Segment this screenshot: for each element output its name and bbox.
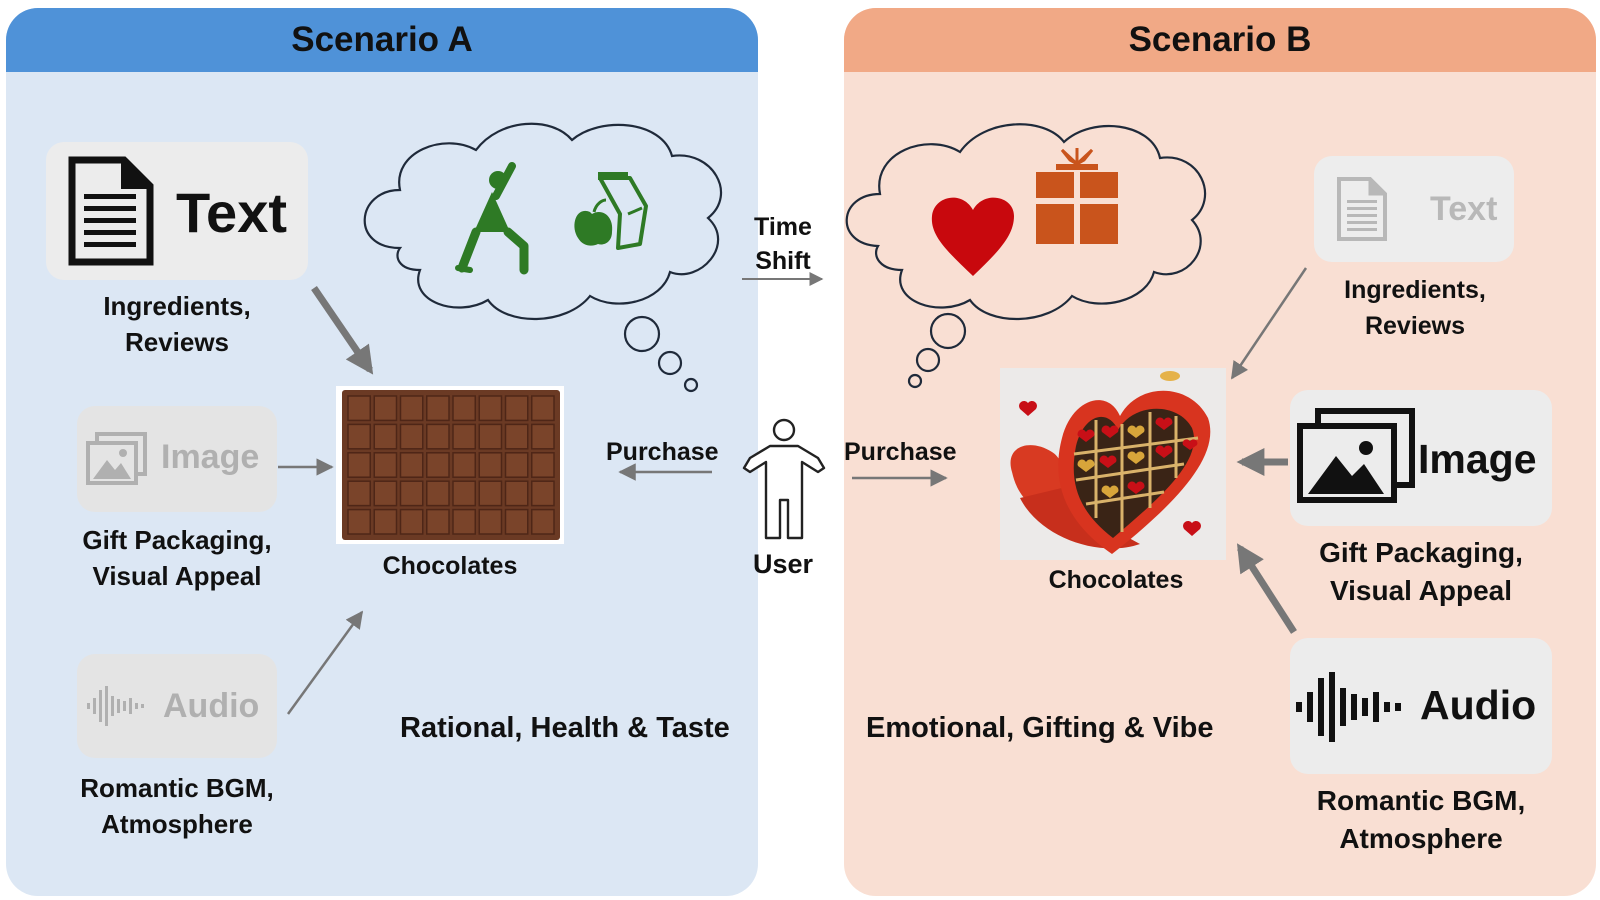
a-text-caption: Ingredients, Reviews: [103, 291, 251, 357]
chocolate-segment: [347, 508, 371, 535]
b-motivation: Emotional, Gifting & Vibe: [866, 712, 1214, 744]
chocolate-segment: [478, 508, 503, 535]
chocolate-segment: [426, 423, 450, 450]
chocolate-segment: [347, 423, 371, 450]
b-product-label: Chocolates: [1048, 566, 1184, 594]
a-image-label: Image: [161, 438, 260, 476]
chocolate-segment: [426, 508, 450, 535]
chocolate-segment: [399, 508, 424, 535]
b-image-card: Image: [1290, 390, 1552, 526]
b-purchase-label: Purchase: [844, 438, 957, 466]
b-text-caption: Ingredients, Reviews: [1344, 276, 1486, 340]
chocolate-segment: [531, 395, 555, 422]
document-icon: [1337, 177, 1387, 241]
chocolate-segment: [373, 452, 398, 478]
a-chocolate-bar-image: [336, 386, 564, 544]
chocolate-segment: [426, 395, 450, 422]
b-audio-arrow: [1236, 543, 1297, 634]
chocolate-segment: [504, 423, 529, 450]
chocolate-segment: [504, 480, 529, 507]
juicer-apple-icon: [574, 172, 648, 250]
chocolate-segment: [531, 423, 555, 450]
user-icon: [742, 418, 826, 540]
b-audio-card: Audio: [1290, 638, 1552, 774]
chocolate-segment: [504, 452, 529, 478]
chocolate-segment: [373, 395, 398, 422]
chocolate-segment: [452, 508, 476, 535]
document-icon: [68, 156, 154, 266]
a-text-arrow: [311, 286, 374, 375]
heart-icon: [931, 197, 1014, 276]
audio-wave-icon: [87, 686, 144, 726]
chocolate-segment: [531, 480, 555, 507]
time-shift-label: Time Shift: [754, 213, 812, 275]
a-image-caption: Gift Packaging, Visual Appeal: [82, 525, 272, 591]
chocolate-segment: [531, 452, 555, 478]
b-image-label: Image: [1418, 436, 1537, 482]
chocolate-segment: [373, 480, 398, 507]
chocolate-segment: [452, 395, 476, 422]
chocolate-segment: [478, 395, 503, 422]
a-motivation: Rational, Health & Taste: [400, 712, 730, 744]
a-text-card: Text: [46, 142, 308, 280]
user-label: User: [752, 549, 814, 579]
chocolate-segment: [531, 508, 555, 535]
chocolate-segment: [452, 480, 476, 507]
b-text-arrow: [1230, 267, 1308, 380]
audio-wave-icon: [1296, 672, 1401, 742]
chocolate-segment: [347, 395, 371, 422]
image-icon: [86, 432, 147, 485]
scenario-a-title: Scenario A: [6, 8, 758, 72]
chocolate-segment: [452, 423, 476, 450]
a-audio-arrow: [286, 610, 364, 715]
scenario-b-title: Scenario B: [844, 8, 1596, 72]
b-text-card: Text: [1314, 156, 1514, 262]
image-icon: [1297, 408, 1415, 503]
b-text-label: Text: [1430, 190, 1498, 228]
b-audio-label: Audio: [1420, 682, 1537, 728]
chocolate-segment: [399, 480, 424, 507]
a-audio-caption: Romantic BGM, Atmosphere: [80, 773, 274, 839]
chocolate-segment: [504, 395, 529, 422]
chocolate-segment: [347, 480, 371, 507]
a-audio-label: Audio: [163, 687, 260, 725]
chocolate-segment: [399, 395, 424, 422]
a-image-card: Image: [77, 406, 277, 512]
chocolate-segment: [347, 452, 371, 478]
chocolate-segment: [478, 452, 503, 478]
a-purchase-label: Purchase: [606, 438, 719, 466]
b-audio-caption: Romantic BGM, Atmosphere: [1316, 785, 1526, 854]
chocolate-segment: [426, 480, 450, 507]
chocolate-segment: [452, 452, 476, 478]
gift-icon: [1036, 148, 1118, 244]
chocolate-segment: [478, 423, 503, 450]
a-audio-card: Audio: [77, 654, 277, 758]
yoga-icon: [455, 162, 529, 275]
b-heart-chocolate-box-image: [1000, 368, 1226, 560]
chocolate-segment: [399, 452, 424, 478]
b-image-caption: Gift Packaging, Visual Appeal: [1319, 537, 1523, 606]
chocolate-segment: [373, 508, 398, 535]
a-product-label: Chocolates: [382, 552, 518, 580]
a-thought-cloud: [363, 122, 722, 393]
a-text-label: Text: [176, 181, 287, 244]
chocolate-segment: [399, 423, 424, 450]
chocolate-segment: [504, 508, 529, 535]
chocolate-segment: [426, 452, 450, 478]
b-thought-cloud: [845, 123, 1207, 389]
chocolate-segment: [373, 423, 398, 450]
chocolate-segment: [478, 480, 503, 507]
